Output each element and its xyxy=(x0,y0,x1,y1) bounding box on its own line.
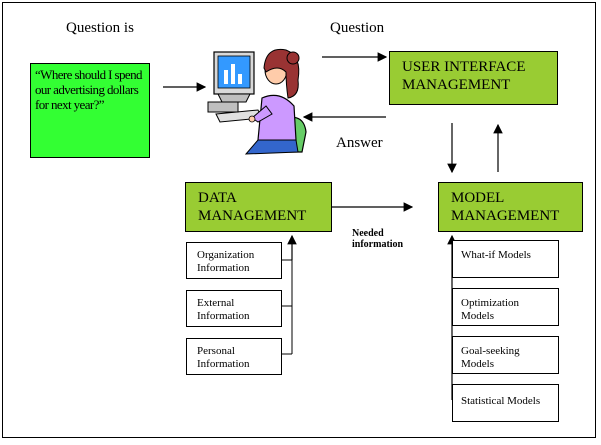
model-optimization: Optimization Models xyxy=(452,288,559,326)
ui-management-line1: USER INTERFACE xyxy=(402,59,526,75)
question-is-label: Question is xyxy=(66,20,134,36)
ui-management-line2: MANAGEMENT xyxy=(402,77,511,93)
person-at-computer-icon xyxy=(207,48,307,155)
source-personal-information: Personal Information xyxy=(186,338,282,375)
model-statistical: Statistical Models xyxy=(452,384,559,422)
data-management-line2: MANAGEMENT xyxy=(198,208,307,224)
needed-information-label: Needed information xyxy=(352,228,404,250)
data-management-line1: DATA xyxy=(198,190,237,206)
data-management-box: DATA MANAGEMENT xyxy=(185,182,332,232)
data-sources-bracket xyxy=(282,259,293,307)
user-interface-management-box: USER INTERFACE MANAGEMENT xyxy=(389,51,558,105)
model-what-if: What-if Models xyxy=(452,240,559,278)
question-label: Question xyxy=(330,20,385,36)
model-management-line2: MANAGEMENT xyxy=(451,208,560,224)
model-management-line1: MODEL xyxy=(451,190,505,206)
model-goal-seeking: Goal-seeking Models xyxy=(452,336,559,374)
answer-label: Answer xyxy=(336,135,383,151)
source-organization-information: Organization Information xyxy=(186,242,282,279)
source-external-information: External Information xyxy=(186,290,282,327)
diagram-frame xyxy=(2,2,596,438)
model-management-box: MODEL MANAGEMENT xyxy=(438,182,583,232)
question-quote-box: “Where should I spend our advertising do… xyxy=(30,63,150,158)
